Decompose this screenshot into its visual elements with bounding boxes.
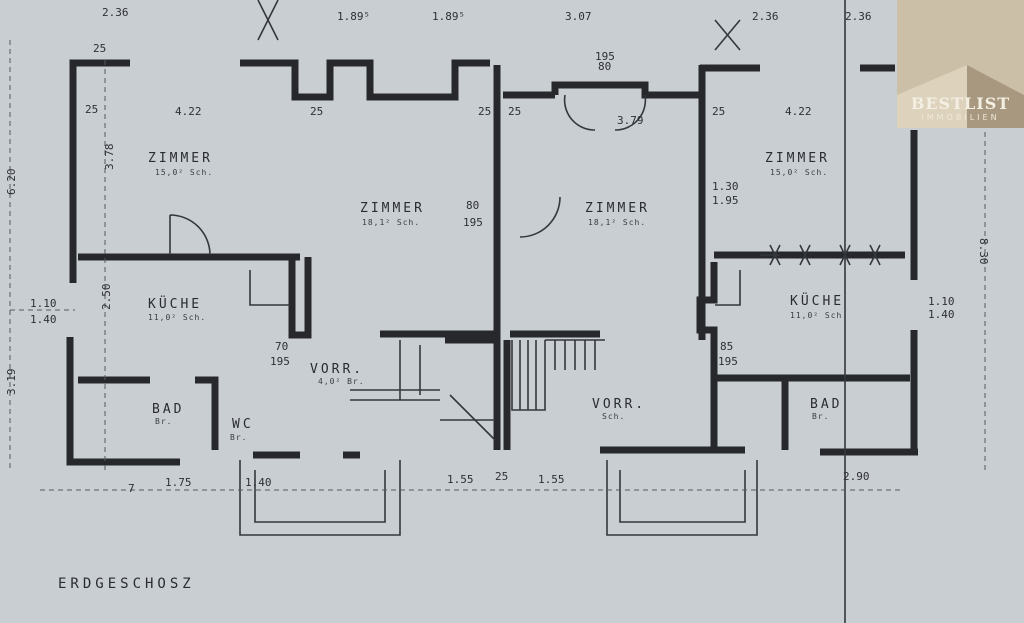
room-name: ZIMMER [148,151,213,166]
dimension-label: 25 [495,470,508,483]
thin-lines [169,0,881,623]
floor-title: ERDGESCHOSZ [58,576,195,592]
dimension-label: 85 [720,340,733,353]
dimension-label: 1.40 [245,476,272,489]
dimension-label: 3.79 [617,114,644,127]
dimension-label: 80 [598,60,611,73]
room-name: BAD [152,402,184,417]
dimension-label: 195 [595,50,615,63]
room-area: 11,0² Sch. [148,313,206,322]
house-roof-icon [897,65,1024,128]
dimension-label: 1.10 [928,295,955,308]
dimension-label: 1.40 [30,313,57,326]
dimension-label: 1.55 [447,473,474,486]
room-area: 4,0² Br. [318,377,365,386]
room-name: ZIMMER [360,201,425,216]
room-area: 15,0² Sch. [770,168,828,177]
dimension-label: 3.19 [5,369,18,396]
room-name: ZIMMER [765,151,830,166]
dimension-label: 2.36 [102,6,129,19]
room-area: 18,1² Sch. [362,218,420,227]
dimension-label: 2.36 [845,10,872,23]
dimension-label: 6.20 [5,169,18,196]
room-name: ZIMMER [585,201,650,216]
room-area: Sch. [602,412,625,421]
dimension-label: 7 [128,482,135,495]
dimension-label: 25 [508,105,521,118]
room-name: KÜCHE [790,292,844,309]
room-name: WC [232,417,254,432]
dimension-label: 25 [93,42,106,55]
dimension-label: 25 [310,105,323,118]
dimension-label: 195 [270,355,290,368]
dimension-label: 1.30 [712,180,739,193]
room-area: 15,0² Sch. [155,168,213,177]
dimension-label: 4.22 [175,105,202,118]
room-name: VORR. [592,397,646,412]
room-name: BAD [810,397,842,412]
room-area: Br. [155,417,172,426]
dimension-label: 1.95 [712,194,739,207]
dimension-label: 2.90 [843,470,870,483]
dimension-label: 195 [463,216,483,229]
walls [66,59,918,466]
dimension-label: 195 [718,355,738,368]
dimension-lines [9,40,986,491]
dimension-labels: 2.36 1.89⁵ 1.89⁵ 3.07 2.36 2.36 4.22 4.2… [5,6,990,495]
bestlist-logo: BESTLIST IMMOBILIEN [897,0,1024,128]
room-name: VORR. [310,362,364,377]
dimension-label: 2.50 [100,284,113,311]
dimension-label: 25 [712,105,725,118]
dimension-label: 1.89⁵ [337,10,370,23]
logo-name: BESTLIST [910,94,1011,113]
dimension-label: 1.75 [165,476,192,489]
dimension-label: 3.78 [103,144,116,171]
dimension-label: 25 [85,103,98,116]
room-area: 11,0² Sch. [790,311,848,320]
dimension-label: 8.30 [977,238,990,265]
dimension-label: 2.36 [752,10,779,23]
dimension-label: 4.22 [785,105,812,118]
room-name: KÜCHE [148,295,202,312]
dimension-label: 1.40 [928,308,955,321]
dimension-label: 1.89⁵ [432,10,465,23]
dimension-label: 1.55 [538,473,565,486]
dimension-label: 1.10 [30,297,57,310]
dimension-label: 3.07 [565,10,592,23]
logo-tagline: IMMOBILIEN [921,113,1000,122]
room-area: Br. [230,433,247,442]
dimension-label: 80 [466,199,479,212]
dimension-label: 25 [478,105,491,118]
dimension-label: 70 [275,340,288,353]
room-area: 18,1² Sch. [588,218,646,227]
room-area: Br. [812,412,829,421]
